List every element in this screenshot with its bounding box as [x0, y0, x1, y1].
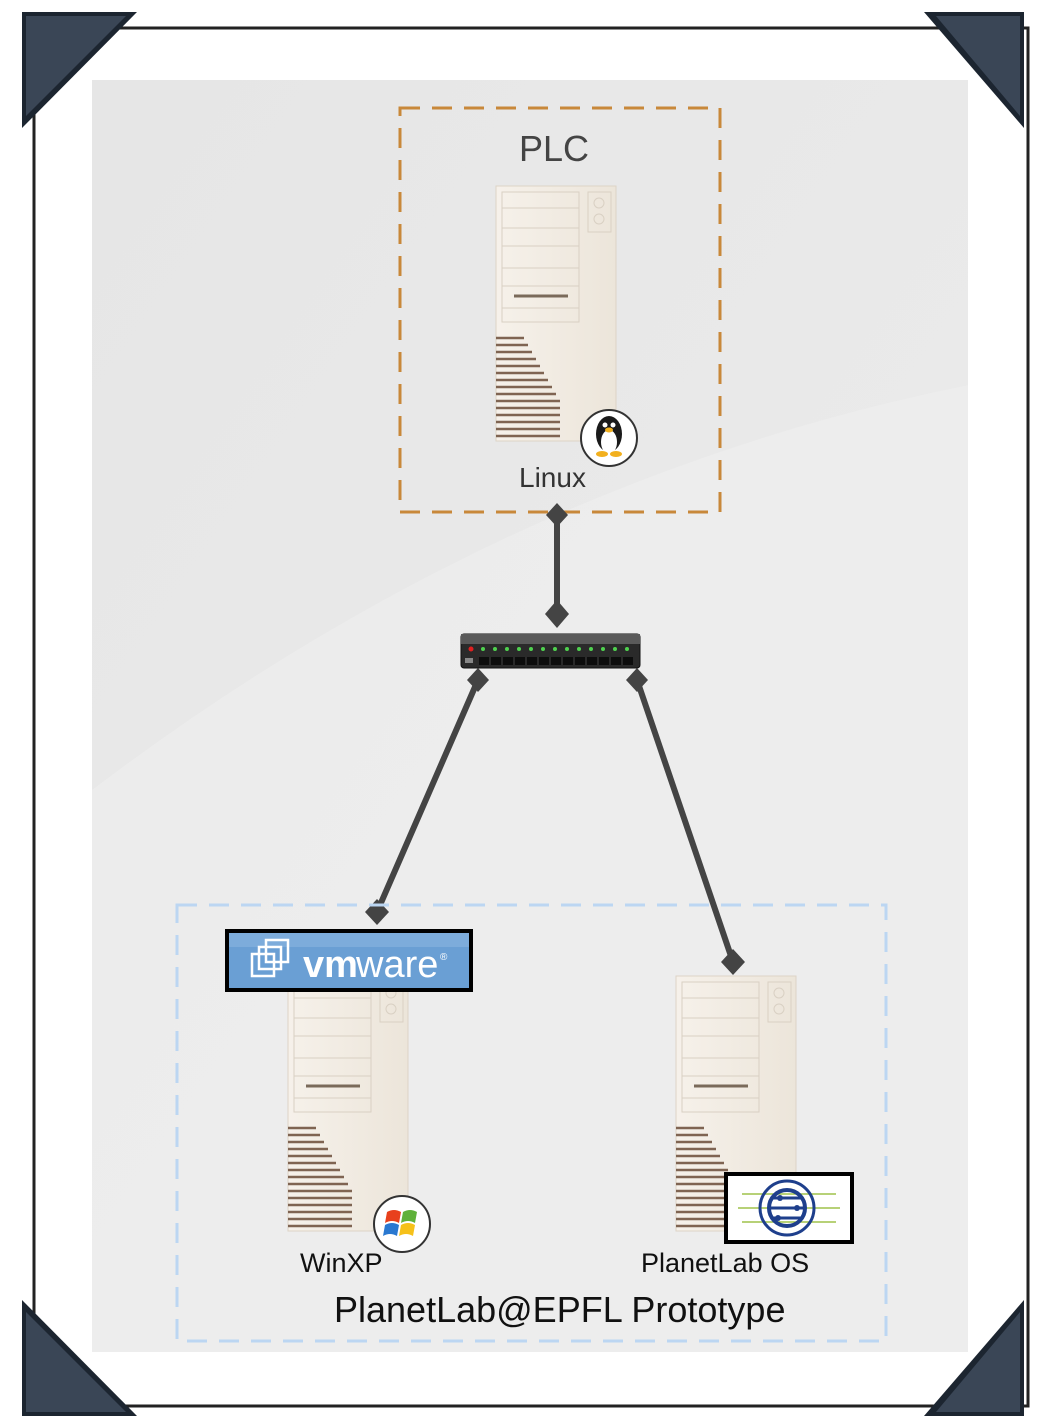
svg-text:ware: ware — [355, 944, 438, 986]
windows-icon — [374, 1196, 430, 1252]
plc-group-title: PLC — [519, 128, 589, 170]
linux-os-label: Linux — [519, 462, 586, 494]
tux-icon — [581, 410, 637, 466]
plc-server-tower — [496, 186, 616, 441]
winxp-node-label: WinXP — [300, 1248, 383, 1279]
planetlab-icon — [724, 1172, 854, 1244]
svg-text:vm: vm — [303, 944, 358, 986]
network-switch-icon — [461, 634, 640, 668]
vmware-logo: vm ware ® — [225, 929, 473, 992]
planetlab-node-label: PlanetLab OS — [641, 1248, 809, 1279]
winxp-server-tower — [288, 976, 408, 1231]
svg-text:®: ® — [440, 952, 448, 963]
prototype-group-title: PlanetLab@EPFL Prototype — [334, 1289, 785, 1331]
